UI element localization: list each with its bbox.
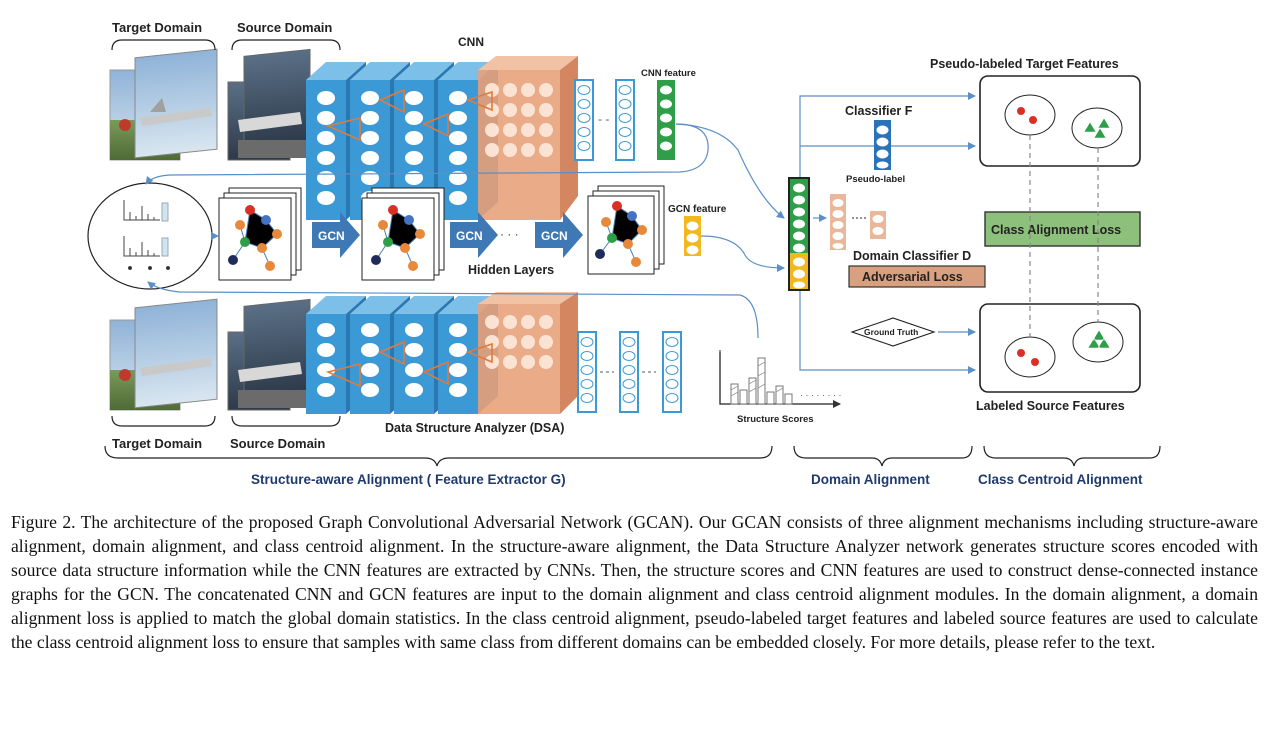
target-triangle-cluster <box>1071 107 1123 149</box>
bottom-target-images <box>109 298 218 411</box>
ground-truth-label: Ground Truth <box>864 327 918 337</box>
adversarial-loss-box <box>848 265 986 288</box>
graph-stack-3 <box>587 185 665 275</box>
top-source-domain-label: Source Domain <box>237 20 332 35</box>
structure-aware-section-label: Structure-aware Alignment ( Feature Extr… <box>251 472 566 487</box>
top-feature-vectors: - - <box>574 79 675 161</box>
gcn-label-1: GCN <box>318 229 345 243</box>
bottom-target-domain-label: Target Domain <box>112 436 202 451</box>
structure-scores-label: Structure Scores <box>737 414 814 425</box>
bottom-target-bracket <box>111 415 216 427</box>
graph-stack-2 <box>361 187 445 281</box>
target-circle-cluster <box>1004 94 1056 136</box>
structure-aware-brace <box>104 445 773 467</box>
cnn-label: CNN <box>458 35 484 49</box>
figure-caption: Figure 2. The architecture of the propos… <box>11 512 1258 652</box>
labeled-source-label: Labeled Source Features <box>976 399 1125 413</box>
dsa-label: Data Structure Analyzer (DSA) <box>385 421 564 435</box>
adversarial-loss-label: Adversarial Loss <box>862 270 963 284</box>
svg-text:- -: - - <box>598 112 609 126</box>
class-alignment-loss-label: Class Alignment Loss <box>991 223 1121 237</box>
gcn-arrow-1: GCN <box>312 212 360 258</box>
classifier-f-label: Classifier F <box>845 104 913 118</box>
top-target-domain-label: Target Domain <box>112 20 202 35</box>
ground-truth-diamond <box>850 317 936 347</box>
domain-alignment-brace <box>793 445 973 467</box>
hidden-layers-label: Hidden Layers <box>468 263 554 277</box>
concat-feature-vector <box>788 177 810 291</box>
gcn-arrow-3: GCN <box>535 212 583 258</box>
class-centroid-section-label: Class Centroid Alignment <box>978 472 1143 487</box>
top-target-images <box>109 48 218 161</box>
gcn-label-2: GCN <box>456 229 483 243</box>
source-triangle-cluster <box>1072 321 1124 363</box>
mini-histograms <box>123 200 170 270</box>
structure-scores-ellipse <box>87 182 213 290</box>
bottom-feature-vectors <box>577 331 682 413</box>
gcn-arrow-2: GCN <box>450 212 498 258</box>
class-centroid-brace <box>983 445 1161 467</box>
top-source-bracket <box>231 39 341 51</box>
gcn-label-3: GCN <box>541 229 568 243</box>
graph-stack-1 <box>218 187 302 281</box>
classifier-f-vector <box>874 120 891 170</box>
domain-classifier-label: Domain Classifier D <box>853 249 971 263</box>
bottom-source-domain-label: Source Domain <box>230 436 325 451</box>
domain-alignment-section-label: Domain Alignment <box>811 472 930 487</box>
gcn-feature-label: GCN feature <box>668 204 727 215</box>
top-target-bracket <box>111 39 216 51</box>
bottom-source-bracket <box>231 415 341 427</box>
class-alignment-loss-box <box>984 211 1141 247</box>
bottom-cnn-stack <box>306 292 578 414</box>
centroid-dashed-links <box>1029 135 1099 337</box>
histogram-dots: · · · · · · · · <box>800 390 841 400</box>
pseudo-label-label: Pseudo-label <box>846 174 905 185</box>
bottom-source-images <box>227 298 311 411</box>
top-source-images <box>227 48 311 161</box>
domain-classifier-vectors <box>830 194 886 250</box>
pseudo-labeled-target-label: Pseudo-labeled Target Features <box>930 57 1119 71</box>
source-circle-cluster <box>1004 336 1056 378</box>
architecture-diagram: Target Domain Source Domain CNN <box>87 20 1161 487</box>
gcn-ellipsis: · · · <box>500 227 519 241</box>
cnn-feature-label: CNN feature <box>641 68 696 79</box>
structure-scores-histogram: · · · · · · · · <box>719 350 841 408</box>
